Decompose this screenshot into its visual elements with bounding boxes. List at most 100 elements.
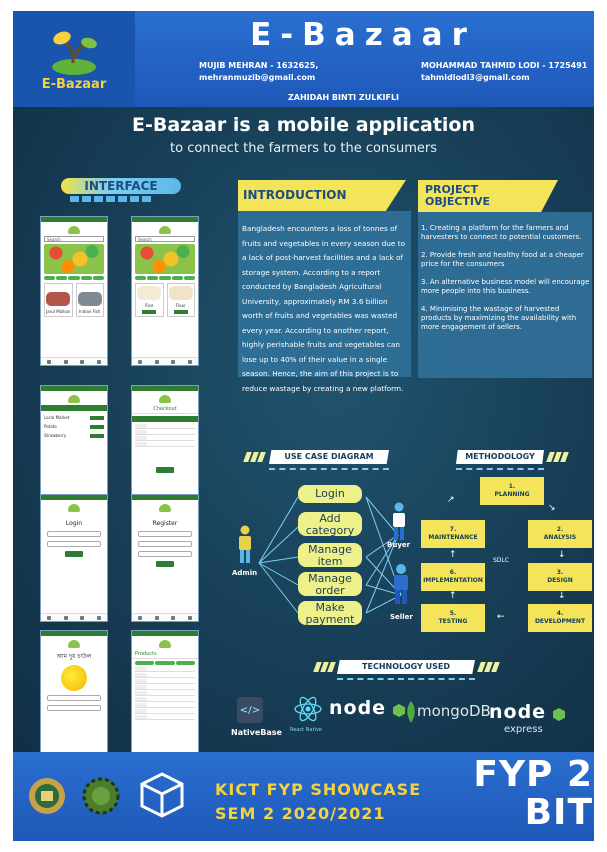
author-1-name: MUJIB MEHRAN - 1632625, — [199, 61, 319, 70]
fyp-badge: FYP 2 BIT — [473, 754, 593, 833]
product-card: Flour — [166, 283, 195, 317]
checkout-title: Checkout — [132, 405, 198, 414]
node-hex-icon — [553, 708, 565, 721]
objective-list: 1. Creating a platform for the farmers a… — [421, 224, 591, 341]
arrow-icon: ↓ — [558, 591, 566, 601]
cart-row: Potato — [44, 424, 104, 429]
tech-mongodb: mongoDB — [417, 702, 491, 720]
tech-node-2: node — [489, 701, 547, 723]
step-development: 4.DEVELOPMENT — [528, 604, 592, 632]
product-card: Jarul Malkan — [44, 283, 73, 317]
screen-login: Login — [40, 494, 108, 622]
app-logo-icon — [159, 504, 171, 512]
introduction-heading: INTRODUCTION — [238, 180, 406, 211]
arrow-icon: ↗ — [447, 495, 455, 505]
logo: E-Bazaar — [13, 11, 135, 107]
bottom-nav — [132, 357, 198, 365]
author-2-name: MOHAMMAD TAHMID LODI - 1725491 — [421, 61, 588, 70]
seller-actor-icon — [394, 564, 408, 604]
arrow-icon: ↓ — [558, 550, 566, 560]
register-title: Register — [152, 520, 178, 527]
step-maintenance: 7.MAINTENANCE — [421, 520, 485, 548]
app-logo-icon — [159, 226, 171, 234]
seller-label: Seller — [390, 613, 413, 621]
screen-product: আম দুধ চাউল — [40, 630, 108, 754]
usecase-stripes — [243, 450, 266, 464]
banner-image — [135, 244, 195, 274]
poster-title: E-Bazaar — [250, 17, 476, 53]
usecase-login: Login — [298, 485, 362, 503]
showcase-title: KICT FYP SHOWCASE SEM 2 2020/2021 — [215, 780, 422, 823]
banner-image — [44, 244, 104, 274]
university-crest-icon — [29, 778, 65, 814]
sprout-logo-icon — [52, 31, 97, 75]
product-card: Rice — [135, 283, 164, 317]
objective-item: 4. Minimising the wastage of harvested p… — [421, 305, 577, 331]
buyer-actor-icon — [393, 502, 405, 540]
nativebase-icon: </> — [237, 697, 263, 723]
products-title: Products — [132, 650, 198, 659]
tech-express: express — [504, 724, 543, 735]
mongodb-leaf-icon — [407, 701, 415, 723]
usecase-add-category: Add category — [298, 512, 362, 537]
product-title: আম দুধ চাউল — [56, 653, 92, 660]
usecase-make-payment: Make payment — [298, 601, 362, 626]
kict-gear-icon — [82, 777, 120, 815]
mango-image — [61, 665, 87, 691]
admin-actor-icon — [239, 525, 251, 563]
arrow-icon: ↘ — [548, 503, 556, 513]
step-design: 3.DESIGN — [528, 563, 592, 591]
usecase-manage-item: Manage item — [298, 543, 362, 568]
app-logo-icon — [68, 640, 80, 648]
poster: E-Bazaar E-Bazaar MUJIB MEHRAN - 1632625… — [13, 11, 594, 841]
author-1-email: mehranmuzib@gmail.com — [199, 73, 316, 82]
buyer-label: Buyer — [387, 541, 411, 549]
methodology-heading: METHODOLOGY — [456, 450, 544, 464]
bottom-nav — [41, 613, 107, 621]
screen-category: Search Rice Flour — [131, 216, 199, 366]
main-panel: E-Bazaar is a mobile application to conn… — [13, 107, 594, 754]
supervisor-name: ZAHIDAH BINTI ZULKIFLI — [287, 93, 400, 102]
logo-text: E-Bazaar — [41, 76, 107, 92]
introduction-text: Bangladesh encounters a loss of tonnes o… — [242, 224, 406, 393]
interface-decoration — [70, 196, 151, 202]
node-hex-icon — [393, 704, 405, 717]
admin-label: Admin — [232, 569, 258, 577]
methodology-stripes — [546, 450, 569, 464]
step-planning: 1.PLANNING — [480, 477, 544, 505]
app-logo-icon — [159, 395, 171, 403]
app-logo-icon — [68, 395, 80, 403]
fyp-cube-icon — [140, 772, 184, 818]
tech-react-native: React Native — [290, 727, 322, 733]
step-testing: 5.TESTING — [421, 604, 485, 632]
introduction-panel — [238, 211, 411, 377]
tech-stripes-right — [477, 660, 500, 674]
technology-heading: TECHNOLOGY USED — [337, 660, 475, 674]
screen-home: Search Jarul Malkan Indian Fish — [40, 216, 108, 366]
usecase-heading: USE CASE DIAGRAM — [269, 450, 389, 464]
app-logo-icon — [68, 226, 80, 234]
screen-products: Products — [131, 630, 199, 754]
objective-item: 2. Provide fresh and healthy food at a c… — [421, 251, 584, 268]
author-1: MUJIB MEHRAN - 1632625, mehranmuzib@gmai… — [199, 60, 318, 84]
subheadline: to connect the farmers to the consumers — [170, 141, 437, 156]
sdlc-label: SDLC — [493, 557, 509, 564]
tech-node-1: node — [329, 697, 387, 719]
footer: KICT FYP SHOWCASE SEM 2 2020/2021 FYP 2 … — [13, 752, 594, 841]
arrow-icon: ↑ — [449, 591, 457, 601]
cart-row: Strawberry — [44, 433, 104, 438]
author-2-email: tahmidlodi3@gmail.com — [421, 73, 530, 82]
app-logo-icon — [159, 640, 171, 648]
usecase-manage-order: Manage order — [298, 572, 362, 597]
objective-item: 1. Creating a platform for the farmers a… — [421, 224, 582, 241]
bottom-nav — [41, 357, 107, 365]
search-input: Search — [135, 236, 195, 242]
author-2: MOHAMMAD TAHMID LODI - 1725491 tahmidlod… — [421, 60, 587, 84]
bottom-nav — [132, 613, 198, 621]
objective-item: 3. An alternative business model will en… — [421, 278, 590, 295]
interface-heading: INTERFACE — [61, 178, 181, 194]
headline: E-Bazaar is a mobile application — [131, 114, 475, 136]
login-title: Login — [65, 520, 83, 527]
objective-panel — [418, 212, 592, 378]
tech-nativebase: NativeBase — [231, 728, 282, 737]
